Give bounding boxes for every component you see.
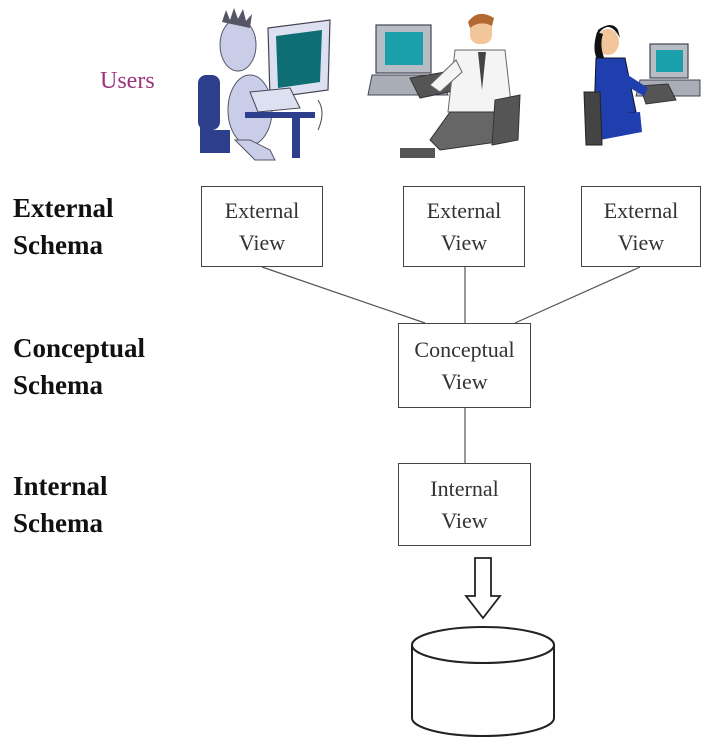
user-at-computer-icon <box>367 13 521 158</box>
level-label-line: Schema <box>13 508 103 538</box>
external-schema-label: External Schema <box>13 190 114 264</box>
down-arrow-icon <box>464 557 502 620</box>
level-label-line: Schema <box>13 370 103 400</box>
user-at-computer-icon <box>198 8 331 161</box>
conceptual-view-box: Conceptual View <box>398 323 531 408</box>
conceptual-schema-label: Conceptual Schema <box>13 330 145 404</box>
box-label-line: View <box>441 368 488 394</box>
box-label-line: Conceptual <box>414 336 515 362</box>
box-label-line: Internal <box>430 475 499 501</box>
database-cylinder-icon <box>411 626 555 737</box>
connector-line <box>514 266 641 324</box>
internal-view-box: Internal View <box>398 463 531 546</box>
external-view-box: External View <box>201 186 323 267</box>
internal-schema-label: Internal Schema <box>13 468 108 542</box>
box-label-line: External <box>603 197 679 223</box>
box-label-line: View <box>440 229 488 255</box>
level-label-line: External <box>13 193 114 223</box>
users-label: Users <box>100 68 155 94</box>
box-label-line: View <box>238 229 286 255</box>
level-label-line: Conceptual <box>13 333 146 363</box>
box-label-line: View <box>441 507 488 533</box>
user-at-computer-icon <box>583 25 701 146</box>
connector-line <box>261 266 426 324</box>
box-label-line: External <box>224 197 300 223</box>
external-view-box: External View <box>403 186 525 267</box>
box-label-line: External <box>426 197 502 223</box>
level-label-line: Internal <box>13 471 108 501</box>
box-label-line: View <box>617 229 665 255</box>
external-view-box: External View <box>581 186 701 267</box>
level-label-line: Schema <box>13 230 103 260</box>
